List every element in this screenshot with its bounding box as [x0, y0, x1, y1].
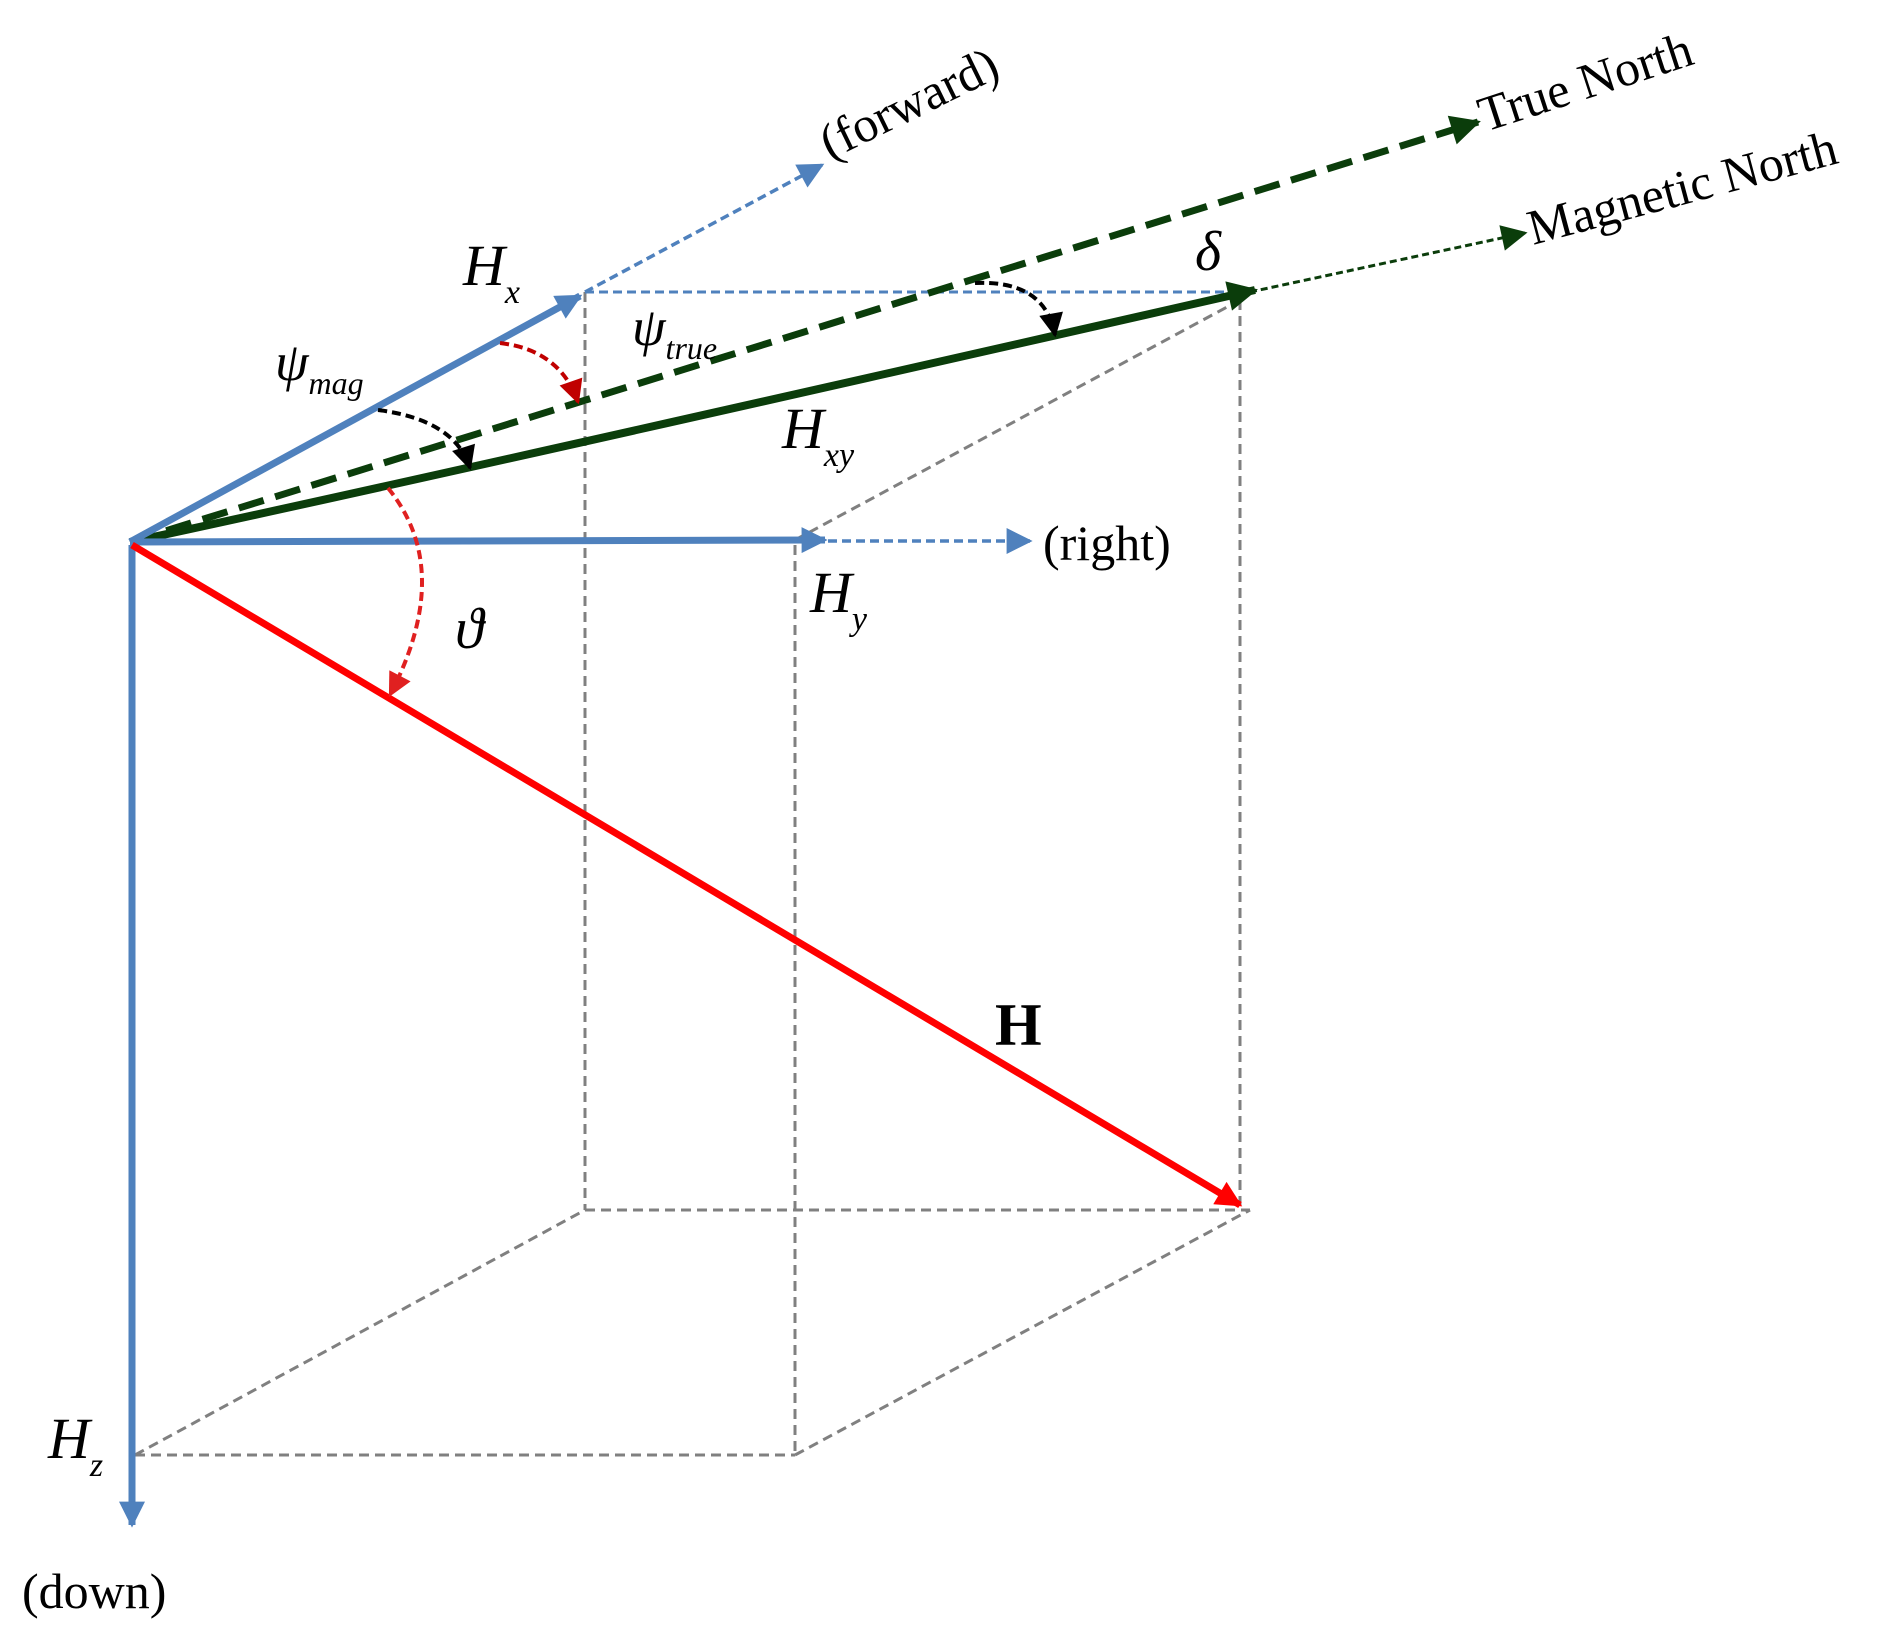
hxy-label: Hxy — [781, 396, 855, 474]
hy-label: Hy — [809, 560, 868, 638]
forward-axis-extension — [584, 163, 825, 294]
hz-label: Hz — [47, 1406, 103, 1484]
right-label: (right) — [1043, 515, 1171, 571]
projection-box — [134, 292, 1251, 1457]
hxy-label-main: H — [781, 396, 827, 461]
psi-true-angle-arc — [499, 341, 583, 405]
hz-label-sub: z — [89, 1447, 103, 1484]
down-label: (down) — [22, 1563, 166, 1619]
hx-vector — [128, 292, 583, 546]
psi-mag-label: ψmag — [275, 332, 364, 401]
psi-mag-label-sub: mag — [309, 365, 364, 401]
hxy-label-sub: xy — [823, 437, 855, 474]
true-north-label: True North — [1471, 21, 1699, 143]
hz-label-main: H — [47, 1406, 93, 1471]
magnetic-north-extension — [1249, 225, 1528, 294]
psi-true-label: ψtrue — [632, 297, 717, 366]
delta-label: δ — [1195, 221, 1222, 283]
hxy-vector — [129, 281, 1258, 546]
hx-label: Hx — [462, 233, 520, 311]
psi-true-label-main: ψ — [632, 297, 667, 357]
field-vector-label: H — [995, 992, 1042, 1058]
theta-angle-arc — [386, 486, 424, 698]
hy-label-main: H — [809, 560, 855, 625]
true-north-arrow — [128, 115, 1481, 546]
hx-label-sub: x — [504, 274, 520, 311]
hy-label-sub: y — [849, 601, 868, 638]
hx-label-main: H — [462, 233, 508, 298]
delta-angle-arc — [974, 280, 1063, 338]
forward-label: (forward) — [810, 36, 1007, 170]
theta-label: ϑ — [455, 596, 487, 661]
field-vector-h — [130, 541, 1243, 1209]
psi-true-label-sub: true — [666, 330, 718, 366]
hy-vector — [129, 527, 828, 554]
psi-mag-angle-arc — [377, 408, 475, 471]
magnetic-north-label: Magnetic North — [1521, 119, 1843, 255]
psi-mag-label-main: ψ — [275, 332, 310, 392]
